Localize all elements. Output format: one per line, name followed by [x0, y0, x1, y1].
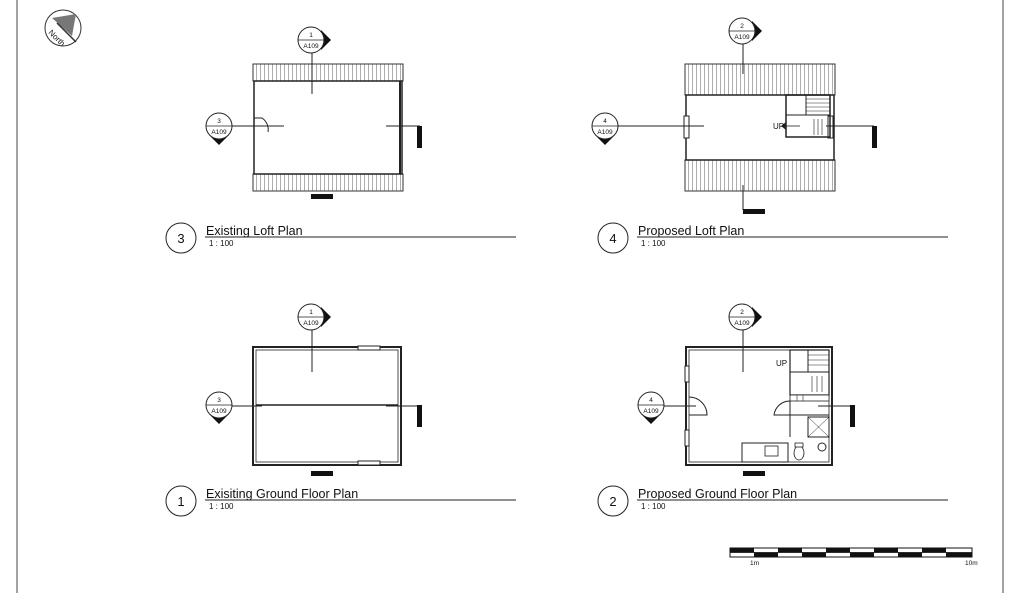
- view-title-block: 2 Proposed Ground Floor Plan 1 : 100: [597, 485, 948, 517]
- existing-loft-plan: [225, 44, 422, 199]
- view-scale: 1 : 100: [209, 502, 234, 511]
- view-title: Proposed Loft Plan: [638, 224, 744, 238]
- section-top-number: 1: [309, 309, 313, 316]
- view-number: 4: [609, 231, 616, 246]
- section-top-sheet: A109: [303, 320, 319, 327]
- section-left-number: 3: [217, 397, 221, 404]
- view-title: Exisiting Ground Floor Plan: [206, 487, 358, 501]
- north-arrow-icon: North: [44, 9, 82, 48]
- view-title-block: 4 Proposed Loft Plan 1 : 100: [597, 222, 948, 254]
- section-top-sheet: A109: [734, 34, 750, 41]
- section-marker-left: 3 A109: [205, 112, 233, 145]
- view-title-block: 1 Exisiting Ground Floor Plan 1 : 100: [165, 485, 516, 517]
- section-left-sheet: A109: [597, 129, 613, 136]
- section-top-number: 1: [309, 32, 313, 39]
- existing-ground-floor-plan: [225, 327, 422, 476]
- section-left-sheet: A109: [643, 408, 659, 415]
- section-left-sheet: A109: [211, 408, 227, 415]
- section-marker-top: 2 A109: [728, 17, 762, 45]
- section-marker-left: 3 A109: [205, 391, 233, 424]
- proposed-loft-plan: UP: [611, 44, 877, 214]
- view-scale: 1 : 100: [209, 239, 234, 248]
- section-marker-left: 4 A109: [591, 112, 619, 145]
- scale-end-label: 10m: [965, 560, 978, 567]
- section-marker-top: 1 A109: [297, 26, 331, 54]
- section-top-number: 2: [740, 23, 744, 30]
- view-title: Proposed Ground Floor Plan: [638, 487, 797, 501]
- stair-up-label: UP: [773, 122, 784, 131]
- view-number: 2: [609, 494, 616, 509]
- stair-up-label: UP: [776, 359, 787, 368]
- section-top-number: 2: [740, 309, 744, 316]
- view-scale: 1 : 100: [641, 502, 666, 511]
- view-title: Existing Loft Plan: [206, 224, 303, 238]
- section-marker-top: 2 A109: [728, 303, 762, 331]
- proposed-ground-floor-plan: UP: [658, 327, 855, 476]
- section-top-sheet: A109: [734, 320, 750, 327]
- section-left-number: 4: [649, 397, 653, 404]
- scale-start-label: 1m: [750, 560, 759, 567]
- section-marker-top: 1 A109: [297, 303, 331, 331]
- view-title-block: 3 Existing Loft Plan 1 : 100: [165, 222, 516, 254]
- section-top-sheet: A109: [303, 43, 319, 50]
- section-left-number: 4: [603, 118, 607, 125]
- scale-bar: 1m 10m: [729, 547, 978, 567]
- section-left-sheet: A109: [211, 129, 227, 136]
- section-marker-left: 4 A109: [637, 391, 665, 424]
- view-scale: 1 : 100: [641, 239, 666, 248]
- view-number: 3: [177, 231, 184, 246]
- section-left-number: 3: [217, 118, 221, 125]
- view-number: 1: [177, 494, 184, 509]
